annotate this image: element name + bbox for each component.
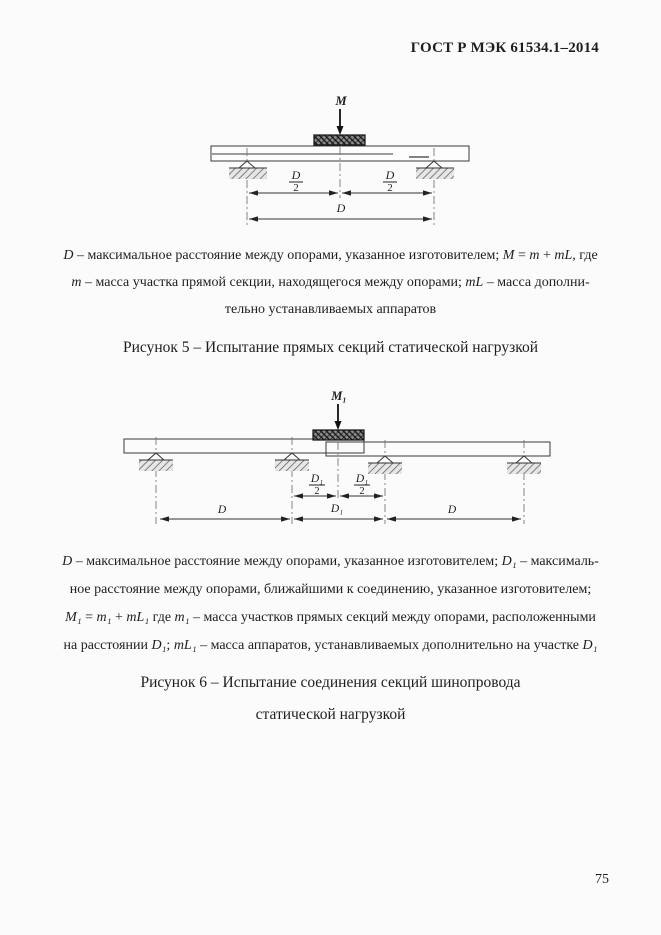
load-block — [313, 134, 366, 146]
description-line: на расстоянии D₁; mL₁ – масса аппаратов,… — [63, 638, 598, 653]
load-arrow — [334, 404, 342, 430]
document-title: ГОСТ Р МЭК 61534.1–2014 — [410, 40, 599, 56]
figure5-diagram: M D 2 D 2 D — [210, 94, 470, 226]
dim-label-span-center: D₁ — [330, 503, 343, 515]
support-1 — [139, 452, 173, 471]
figure6-diagram: M₁ D₁ 2 — [123, 389, 551, 524]
dim-half-right-denominator: 2 — [359, 486, 364, 497]
beam-section-right — [325, 441, 551, 457]
figure6-description: D – максимальное расстояние между опорам… — [44, 548, 617, 660]
figure5-description: D – максимальное расстояние между опорам… — [44, 242, 617, 323]
description-line: D – максимальное расстояние между опорам… — [63, 248, 598, 263]
support-right — [416, 160, 454, 179]
dim-label-half-left: D₁ 2 — [309, 473, 325, 497]
dim-half-left-numerator: D₁ — [310, 473, 323, 485]
dim-label-half-right: D₁ 2 — [354, 473, 370, 497]
beam-section-left — [123, 438, 365, 454]
dim-half-left-numerator: D — [291, 168, 301, 182]
support-2 — [275, 452, 309, 471]
load-label: M₁ — [330, 389, 346, 403]
support-left — [229, 160, 267, 179]
dim-label-half-right: D 2 — [383, 168, 397, 194]
support-4 — [507, 455, 541, 474]
dim-label-total: D — [336, 201, 346, 215]
figure6-caption-line1: Рисунок 6 – Испытание соединения секций … — [140, 674, 521, 691]
dim-half-right-numerator: D₁ — [355, 473, 368, 485]
description-line: тельно устанавливаемых аппаратов — [224, 302, 437, 317]
dim-label-span-left: D — [217, 504, 227, 516]
center-lines — [155, 437, 525, 524]
dim-half-right-numerator: D — [385, 168, 395, 182]
dim-half-left-denominator: 2 — [293, 182, 299, 194]
description-line: D – максимальное расстояние между опорам… — [62, 554, 599, 569]
figure5-caption: Рисунок 5 – Испытание прямых секций стат… — [122, 339, 538, 356]
figure6-caption-line2: статической нагрузкой — [255, 706, 406, 723]
dim-label-span-right: D — [447, 504, 457, 516]
support-3 — [368, 455, 402, 474]
load-arrow — [336, 109, 344, 135]
dim-label-half-left: D 2 — [289, 168, 303, 194]
dim-half-left-denominator: 2 — [314, 486, 319, 497]
description-line: ное расстояние между опорами, ближайшими… — [69, 582, 592, 597]
figure6-caption: Рисунок 6 – Испытание соединения секций … — [0, 667, 661, 731]
dim-half-right-denominator: 2 — [387, 182, 393, 194]
description-line: m – масса участка прямой секции, находящ… — [71, 275, 590, 290]
load-block — [312, 429, 365, 441]
load-label: M — [334, 94, 347, 108]
page-number: 75 — [595, 872, 609, 887]
description-line: M₁ = m₁ + mL₁ где m₁ – масса участков пр… — [65, 610, 596, 625]
